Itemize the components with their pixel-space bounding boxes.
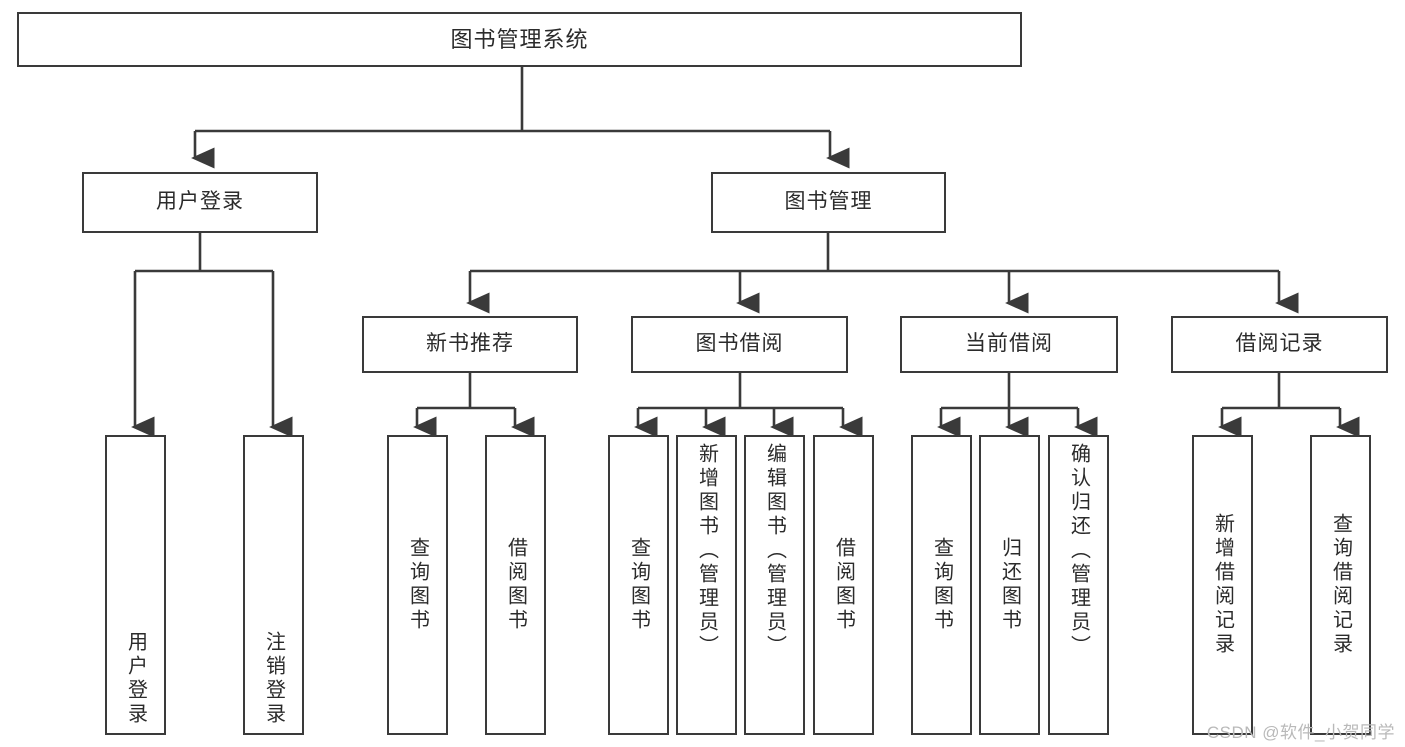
leaf-edit-book-admin[interactable]: 编辑图书（管理员） (744, 435, 805, 735)
node-label: 借阅记录 (1235, 332, 1324, 356)
leaf-return-book[interactable]: 归还图书 (979, 435, 1040, 735)
leaf-query-book-current[interactable]: 查询图书 (911, 435, 972, 735)
node-label: 图书管理系统 (450, 26, 589, 52)
leaf-borrow-book-recommend[interactable]: 借阅图书 (485, 435, 546, 735)
node-label: 编辑图书（管理员） (763, 443, 786, 659)
leaf-add-borrow-record[interactable]: 新增借阅记录 (1192, 435, 1253, 735)
node-label: 用户登录 (156, 190, 244, 214)
node-book-management[interactable]: 图书管理 (711, 172, 946, 233)
node-label: 新增图书（管理员） (695, 443, 718, 659)
node-user-login[interactable]: 用户登录 (82, 172, 318, 233)
leaf-query-book-recommend[interactable]: 查询图书 (387, 435, 448, 735)
watermark: CSDN @软件_小贺同学 (1206, 723, 1395, 742)
node-label: 注销登录 (262, 631, 285, 727)
node-label: 图书管理 (784, 190, 873, 214)
node-new-book-recommend[interactable]: 新书推荐 (362, 316, 578, 373)
node-label: 借阅图书 (832, 537, 855, 633)
node-book-borrow[interactable]: 图书借阅 (631, 316, 848, 373)
node-label: 新书推荐 (426, 332, 514, 356)
node-label: 用户登录 (124, 631, 147, 727)
node-borrow-record[interactable]: 借阅记录 (1171, 316, 1388, 373)
node-current-borrow[interactable]: 当前借阅 (900, 316, 1118, 373)
node-label: 借阅图书 (504, 537, 527, 633)
node-label: 图书借阅 (695, 332, 784, 356)
node-label: 查询图书 (930, 537, 953, 633)
node-label: 查询图书 (406, 537, 429, 633)
leaf-query-book-borrow[interactable]: 查询图书 (608, 435, 669, 735)
leaf-user-login[interactable]: 用户登录 (105, 435, 166, 735)
leaf-confirm-return-admin[interactable]: 确认归还（管理员） (1048, 435, 1109, 735)
node-label: 查询图书 (627, 537, 650, 633)
node-label: 归还图书 (998, 537, 1021, 633)
node-label: 查询借阅记录 (1329, 513, 1352, 657)
leaf-borrow-book[interactable]: 借阅图书 (813, 435, 874, 735)
leaf-add-book-admin[interactable]: 新增图书（管理员） (676, 435, 737, 735)
node-label: 新增借阅记录 (1211, 513, 1234, 657)
node-label: 当前借阅 (965, 332, 1053, 356)
leaf-query-borrow-record[interactable]: 查询借阅记录 (1310, 435, 1371, 735)
leaf-user-logout[interactable]: 注销登录 (243, 435, 304, 735)
node-root-book-management-system[interactable]: 图书管理系统 (17, 12, 1022, 67)
node-label: 确认归还（管理员） (1067, 443, 1090, 659)
